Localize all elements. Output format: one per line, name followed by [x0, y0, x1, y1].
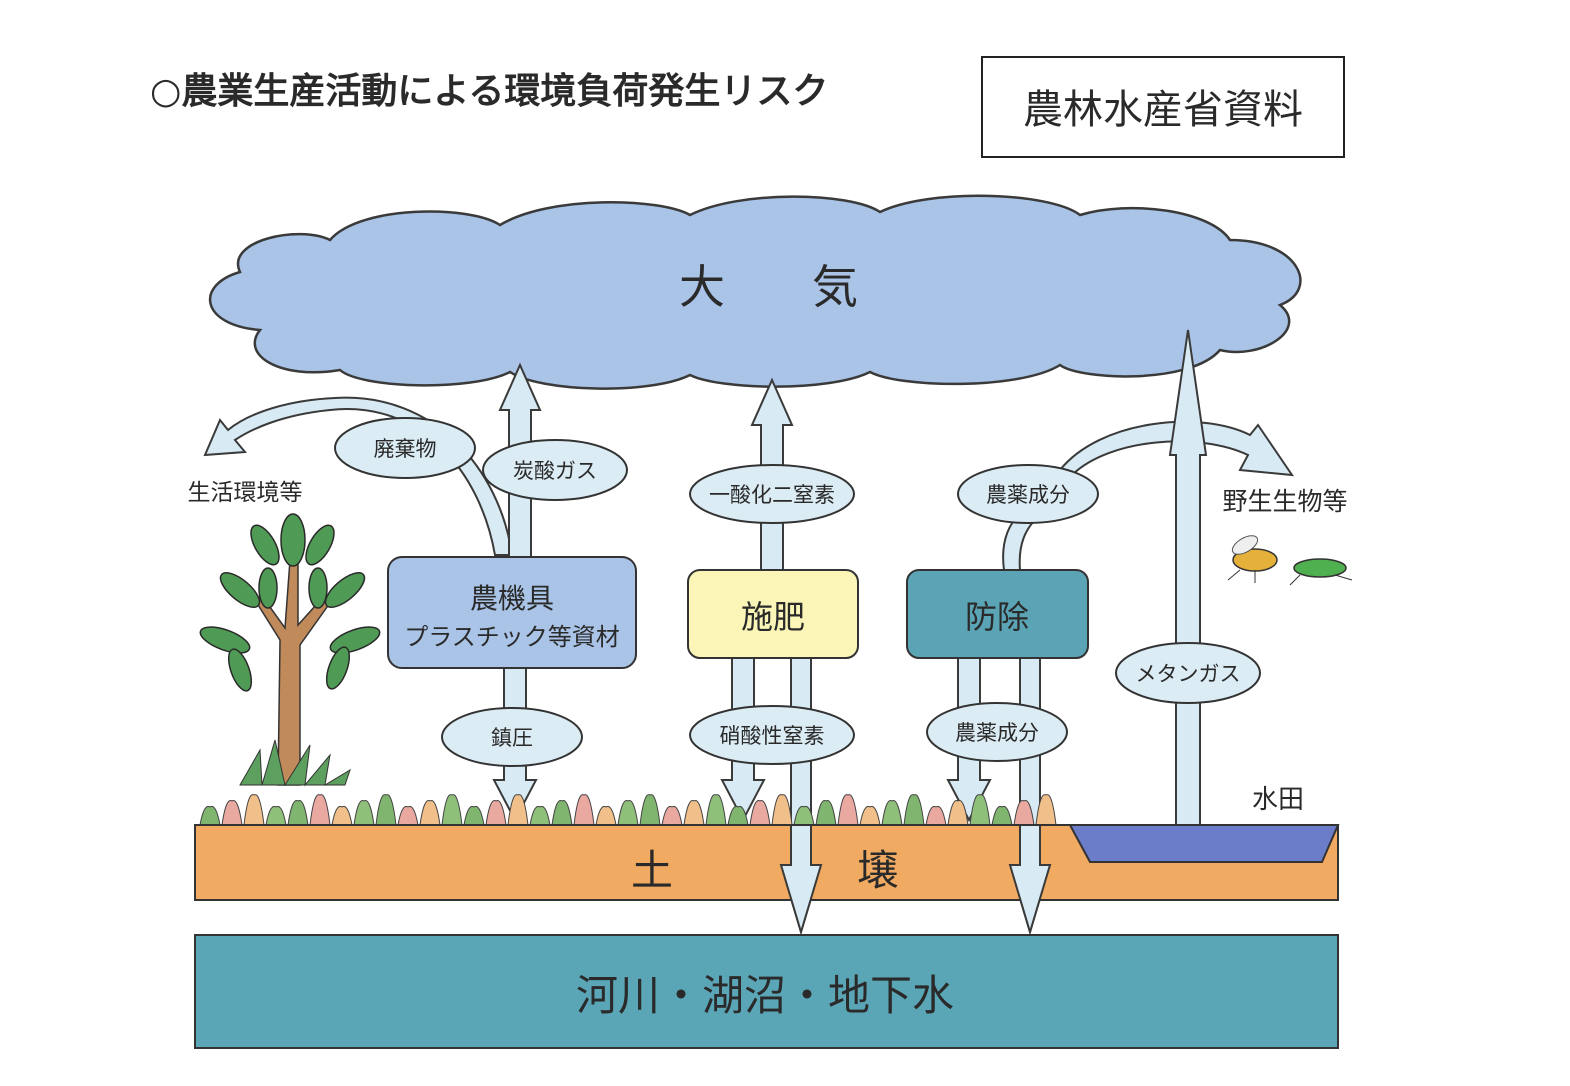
water-layer: 河川・湖沼・地下水	[194, 934, 1339, 1049]
crop-plant	[551, 800, 573, 826]
paddy-field	[1068, 824, 1340, 863]
crop-plant	[375, 794, 397, 826]
methane-ellipse: メタンガス	[1115, 642, 1261, 704]
crop-plant	[837, 794, 859, 826]
plastic-materials-label: プラスチック等資材	[404, 623, 620, 651]
pesticide-air-label: 農薬成分	[986, 483, 1070, 507]
source-label: 農林水産省資料	[1023, 87, 1303, 133]
crop-plant	[441, 794, 463, 826]
crop-plant	[771, 794, 793, 826]
crop-plant	[353, 800, 375, 826]
bee-icon	[1227, 535, 1278, 583]
crop-plant	[507, 794, 529, 826]
fertilizer-box: 施肥	[687, 569, 859, 659]
crop-plant	[331, 805, 353, 826]
crop-plant	[573, 794, 595, 826]
pesticide-soil-label: 農薬成分	[955, 721, 1039, 745]
waste-label: 廃棄物	[374, 437, 437, 461]
soil-label-right: 壌	[857, 846, 899, 895]
crop-plant	[749, 800, 771, 826]
crop-plant	[309, 794, 331, 826]
wildlife-label: 野生生物等	[1222, 487, 1347, 516]
crop-plant	[881, 800, 903, 826]
compaction-label: 鎮圧	[491, 726, 533, 750]
atmosphere-label-right: 気	[812, 260, 858, 314]
pesticide-water-arrow-tip	[1008, 826, 1052, 936]
crop-plant	[397, 805, 419, 826]
atmosphere-cloud: 大 気	[208, 194, 1302, 390]
nitrate-label: 硝酸性窒素	[720, 724, 825, 748]
crop-plant	[1035, 794, 1057, 826]
crop-plant	[859, 805, 881, 826]
crop-plant	[639, 794, 661, 826]
crop-plant	[705, 794, 727, 826]
crop-plant	[221, 800, 243, 826]
crop-plant	[485, 800, 507, 826]
crop-plant	[793, 805, 815, 826]
n2o-label: 一酸化二窒素	[709, 483, 835, 507]
tree-icon	[199, 513, 381, 787]
pesticide-air-ellipse: 農薬成分	[957, 464, 1099, 524]
water-label: 河川・湖沼・地下水	[576, 971, 954, 1020]
pest-control-label: 防除	[965, 598, 1029, 636]
crop-plant	[1013, 800, 1035, 826]
crop-plant	[265, 805, 287, 826]
crop-plant	[991, 805, 1013, 826]
paddy-label: 水田	[1252, 785, 1304, 815]
machinery-box: 農機具 プラスチック等資材	[387, 556, 637, 669]
co2-ellipse: 炭酸ガス	[482, 439, 628, 501]
co2-label: 炭酸ガス	[513, 459, 597, 483]
nitrate-ellipse: 硝酸性窒素	[689, 705, 855, 765]
soil-label-left: 土	[631, 846, 673, 895]
crop-plant	[463, 805, 485, 826]
atmosphere-label-left: 大	[679, 260, 725, 314]
machinery-label: 農機具	[470, 582, 554, 615]
page-title: ○農業生産活動による環境負荷発生リスク	[150, 71, 828, 112]
crop-plant	[243, 794, 265, 826]
crop-plant	[727, 805, 749, 826]
crop-plant	[287, 800, 309, 826]
source-box: 農林水産省資料	[981, 56, 1345, 158]
crop-plants-strip	[199, 794, 1057, 826]
crop-plant	[529, 805, 551, 826]
grasshopper-icon	[1289, 558, 1353, 586]
n2o-ellipse: 一酸化二窒素	[689, 464, 855, 524]
living-env-label: 生活環境等	[188, 480, 303, 506]
crop-plant	[815, 800, 837, 826]
pesticide-soil-ellipse: 農薬成分	[926, 702, 1068, 762]
waste-ellipse: 廃棄物	[334, 417, 476, 479]
crop-plant	[903, 794, 925, 826]
fertilizer-label: 施肥	[741, 598, 805, 636]
nitrate-water-arrow-tip	[779, 826, 823, 936]
crop-plant	[199, 805, 221, 826]
crop-plant	[661, 805, 683, 826]
crop-plant	[925, 805, 947, 826]
compaction-ellipse: 鎮圧	[441, 707, 583, 767]
crop-plant	[683, 800, 705, 826]
crop-plant	[969, 794, 991, 826]
pesticide-to-wildlife-arrow	[1058, 420, 1295, 477]
crop-plant	[947, 800, 969, 826]
pest-control-box: 防除	[906, 569, 1089, 659]
methane-label: メタンガス	[1136, 662, 1241, 686]
crop-plant	[595, 805, 617, 826]
methane-up-arrow	[1168, 329, 1208, 827]
crop-plant	[419, 800, 441, 826]
soil-layer: 土 壌	[194, 824, 1340, 901]
crop-plant	[617, 800, 639, 826]
